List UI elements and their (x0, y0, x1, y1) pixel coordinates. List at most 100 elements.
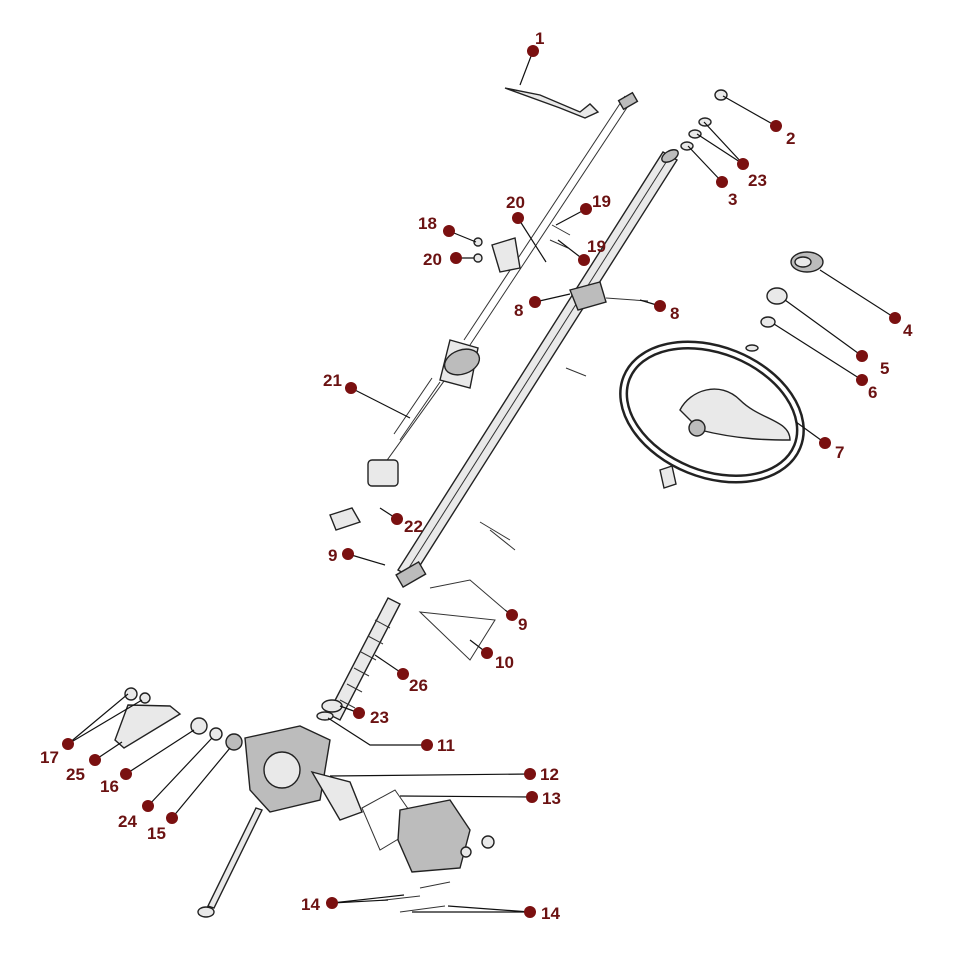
leader-23a (703, 121, 744, 165)
top-linkage (504, 87, 600, 119)
callout-dot-7 (819, 437, 831, 449)
callout-label-23b: 23 (370, 708, 389, 727)
callout-dot-14b (524, 906, 536, 918)
leader-16 (125, 729, 195, 775)
callout-dot-14a (326, 897, 338, 909)
clip-19 (549, 224, 571, 249)
drop-rod-end (197, 906, 215, 918)
callout-label-21: 21 (323, 371, 342, 390)
shift-bracket (491, 237, 521, 273)
wheel-nut (659, 465, 677, 489)
callout-label-20a: 20 (506, 193, 525, 212)
callout-label-8b: 8 (670, 304, 679, 323)
leader-5 (784, 299, 863, 357)
tube-shadow (404, 155, 671, 575)
callout-label-3: 3 (728, 190, 737, 209)
bracket-9 (429, 579, 506, 611)
callout-dot-25 (89, 754, 101, 766)
callout-label-17: 17 (40, 748, 59, 767)
callout-dot-5 (856, 350, 868, 362)
callout-label-2: 2 (786, 129, 795, 148)
callout-dot-16 (120, 768, 132, 780)
callout-label-7: 7 (835, 443, 844, 462)
leader-14a-b (331, 894, 405, 904)
wheel-nut-top (760, 316, 776, 328)
callout-dot-19a (580, 203, 592, 215)
cover-nut-b (460, 846, 472, 858)
callout-label-18: 18 (418, 214, 437, 233)
callout-label-16: 16 (100, 777, 119, 796)
steering-wheel-rim-inner (621, 342, 803, 482)
sector-shaft (310, 770, 363, 821)
leader-14b-b (447, 905, 531, 913)
horn-rod-edge (463, 95, 626, 341)
callout-dot-9b (506, 609, 518, 621)
leader-4 (819, 269, 896, 319)
callout-label-22: 22 (404, 517, 423, 536)
leader-11 (327, 717, 427, 746)
top-lever (617, 91, 639, 111)
callout-dot-22 (391, 513, 403, 525)
leader-20a (517, 217, 547, 263)
housing-bore (263, 751, 301, 789)
cone-rim (443, 348, 481, 376)
callout-dot-10 (481, 647, 493, 659)
callout-label-9a: 9 (328, 546, 337, 565)
callout-label-25: 25 (66, 765, 85, 784)
callout-dot-19b (578, 254, 590, 266)
callout-dot-12 (524, 768, 536, 780)
small-fitting (329, 507, 362, 531)
callout-label-4: 4 (903, 321, 913, 340)
fitting-small (565, 367, 587, 377)
pitman-washer (139, 692, 151, 704)
worm-thread (339, 619, 391, 709)
leader-9a (347, 553, 386, 566)
bolts-14 (384, 881, 451, 913)
pitman-arm (114, 704, 182, 749)
callout-label-14b: 14 (541, 904, 560, 923)
bearing-a (698, 117, 712, 127)
gasket-10 (418, 611, 496, 661)
callout-dot-13 (526, 791, 538, 803)
callout-label-1: 1 (535, 29, 544, 48)
horn-button-inner (794, 256, 812, 268)
callout-label-14a: 14 (301, 895, 320, 914)
callout-dot-17 (62, 738, 74, 750)
steering-wheel-hub (679, 388, 791, 441)
column-clamp (569, 281, 607, 311)
callout-dot-8b (654, 300, 666, 312)
callout-dot-26 (397, 668, 409, 680)
callout-dot-1 (527, 45, 539, 57)
callout-dot-24 (142, 800, 154, 812)
leader-23a-b (696, 133, 744, 165)
bearing-23 (321, 699, 343, 713)
wheel-center (688, 419, 706, 437)
pitman-nut (124, 687, 138, 701)
callout-label-19a: 19 (592, 192, 611, 211)
callout-dot-3 (716, 176, 728, 188)
callout-dot-20b (450, 252, 462, 264)
bushing-15 (225, 733, 243, 751)
callout-dot-15 (166, 812, 178, 824)
bolt-20 (473, 253, 483, 263)
callout-dot-11 (421, 739, 433, 751)
tube-top-cap (661, 149, 679, 163)
callout-dot-23a (737, 158, 749, 170)
callout-label-12: 12 (540, 765, 559, 784)
callout-dot-8a (529, 296, 541, 308)
side-cover (397, 799, 471, 873)
tube-clamp (395, 560, 427, 589)
callout-label-13: 13 (542, 789, 561, 808)
fitting-group (479, 521, 516, 551)
callout-label-24: 24 (118, 812, 137, 831)
callout-label-9b: 9 (518, 615, 527, 634)
seal-16 (190, 717, 208, 735)
leader-17b (67, 699, 143, 745)
callout-label-19b: 19 (587, 237, 606, 256)
callout-label-11: 11 (437, 736, 455, 755)
callout-label-23a: 23 (748, 171, 767, 190)
leader-13 (399, 795, 533, 798)
leader-lines (67, 50, 896, 913)
leader-12 (329, 773, 531, 777)
